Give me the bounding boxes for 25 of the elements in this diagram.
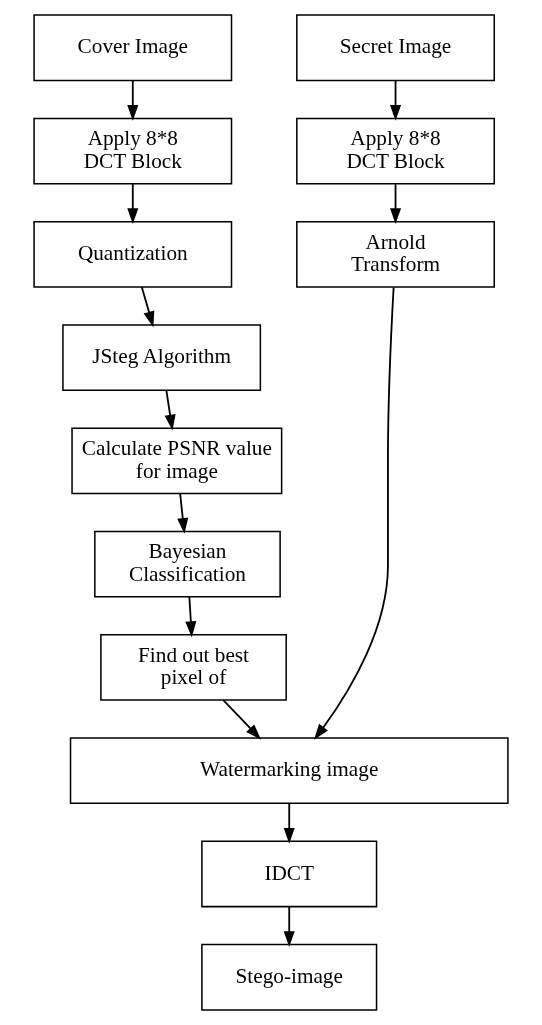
node-box: JSteg Algorithm bbox=[62, 324, 262, 391]
node-box: Cover Image bbox=[33, 14, 233, 82]
node-box: Bayesian Classification bbox=[94, 530, 281, 598]
node-box: Watermarking image bbox=[69, 737, 509, 805]
node-box: Quantization bbox=[33, 220, 233, 288]
arrow bbox=[177, 492, 189, 534]
node-box: Arnold Transform bbox=[296, 220, 495, 288]
node-box: Apply 8*8 DCT Block bbox=[33, 117, 233, 185]
arrow bbox=[185, 595, 197, 638]
node-box: Secret Image bbox=[296, 14, 495, 82]
node-box: Stego-image bbox=[201, 943, 378, 1011]
arrow bbox=[390, 182, 402, 225]
arrow bbox=[140, 286, 155, 328]
arrow bbox=[283, 905, 295, 947]
arrow bbox=[222, 699, 262, 740]
node-box: IDCT bbox=[201, 840, 378, 908]
arrow bbox=[127, 79, 139, 121]
node-box: Apply 8*8 DCT Block bbox=[296, 117, 495, 185]
arrow bbox=[390, 79, 402, 121]
node-box: Calculate PSNR value for image bbox=[71, 427, 283, 495]
node-box: Find out best pixel of bbox=[100, 634, 287, 701]
arrow bbox=[283, 802, 295, 844]
arrow bbox=[164, 389, 176, 431]
arrow bbox=[127, 182, 139, 225]
arrow bbox=[314, 286, 395, 740]
